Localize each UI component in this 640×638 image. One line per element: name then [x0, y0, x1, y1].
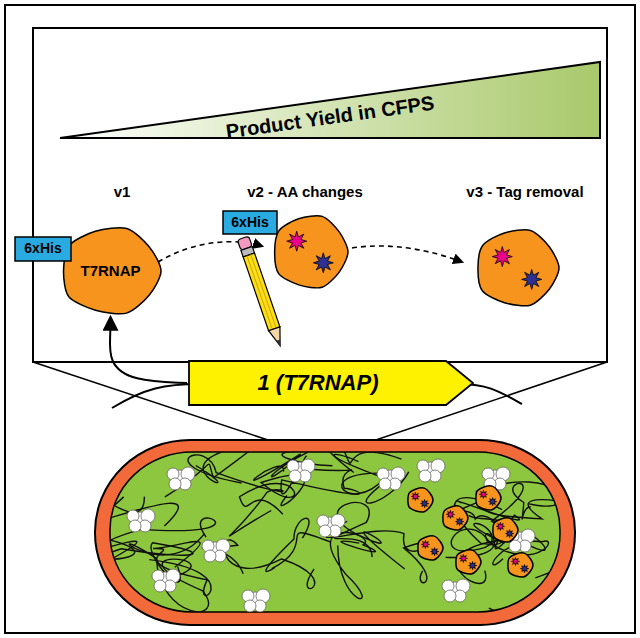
axis-label: Product Yield in CFPS [224, 91, 435, 142]
mutation-star [313, 253, 333, 273]
version-label: v3 - Tag removal [466, 184, 583, 201]
mutation-star [456, 518, 464, 526]
mutation-star [522, 269, 542, 289]
node-label: 6xHis [231, 215, 268, 230]
chromosome-strand [266, 518, 331, 571]
dashed-arrow [352, 246, 462, 262]
chromosome-strand [476, 482, 560, 519]
mutation-star [506, 530, 514, 538]
protein-blob [418, 536, 443, 560]
gene-arrow: 1 (T7RNAP) [188, 360, 474, 406]
mutation-star [521, 565, 529, 573]
protein-variants [275, 216, 559, 306]
his-tag: 6xHis [222, 210, 278, 235]
protein-blob [456, 550, 481, 574]
mutation-star [446, 510, 454, 518]
protein-blob [408, 488, 433, 512]
cell-envelope [95, 440, 575, 625]
mutation-star [489, 498, 497, 506]
ribosome [167, 467, 195, 490]
mutation-star [421, 500, 429, 508]
zoom-line [33, 362, 607, 448]
mutation-star [459, 554, 467, 562]
protein-blob [476, 486, 501, 510]
mutation-star [512, 557, 520, 565]
gene-label: 1 (T7RNAP) [257, 371, 378, 395]
ribosome [287, 459, 315, 482]
ribosome [242, 589, 270, 612]
mutation-star [431, 548, 439, 556]
mutation-star [287, 231, 307, 251]
chromosome-strand [250, 452, 402, 463]
ribosome [202, 539, 230, 562]
mutation-star [479, 490, 487, 498]
ribosome [377, 467, 405, 490]
chromosome-strand [110, 537, 193, 582]
chromosome-strand [335, 503, 405, 569]
node-label: 6xHis [24, 241, 61, 256]
cell [0, 406, 614, 625]
mutation-star [492, 247, 512, 267]
version-label: v2 - AA changes [247, 184, 363, 201]
chromosome-strand [110, 467, 144, 513]
chromosome-strand [202, 540, 314, 589]
chromosome-strand [165, 452, 260, 497]
mutation-star [421, 540, 429, 548]
mutation-star [411, 492, 419, 500]
chromosome-strand [110, 497, 178, 541]
ribosome [317, 514, 345, 537]
his-tag: 6xHis [14, 236, 72, 262]
protein-blob [478, 230, 559, 306]
pencil [237, 236, 285, 348]
chromosome-strand [489, 565, 560, 612]
protein-blob [508, 553, 533, 577]
node-label: T7RNAP [80, 263, 140, 280]
protein-blob [275, 216, 348, 288]
zoom-panel [33, 28, 607, 362]
cytoplasm [110, 452, 560, 612]
chromosome-strand [330, 533, 375, 599]
ribosome [417, 459, 445, 482]
protein-blob: T7RNAP [58, 226, 163, 316]
outer-frame [5, 5, 635, 633]
chromosome-strand [334, 454, 409, 503]
ribosome [127, 509, 155, 532]
version-label: v1 [114, 184, 131, 201]
mutation-star [469, 562, 477, 570]
ribosome [442, 579, 470, 602]
expression-arrow [110, 318, 187, 383]
chromosome-strand [149, 542, 211, 596]
protein-blob [493, 518, 518, 542]
ribosome [152, 569, 180, 592]
mutation-star [496, 522, 504, 530]
chromosome-strand [188, 455, 283, 536]
protein-blob [443, 506, 468, 530]
